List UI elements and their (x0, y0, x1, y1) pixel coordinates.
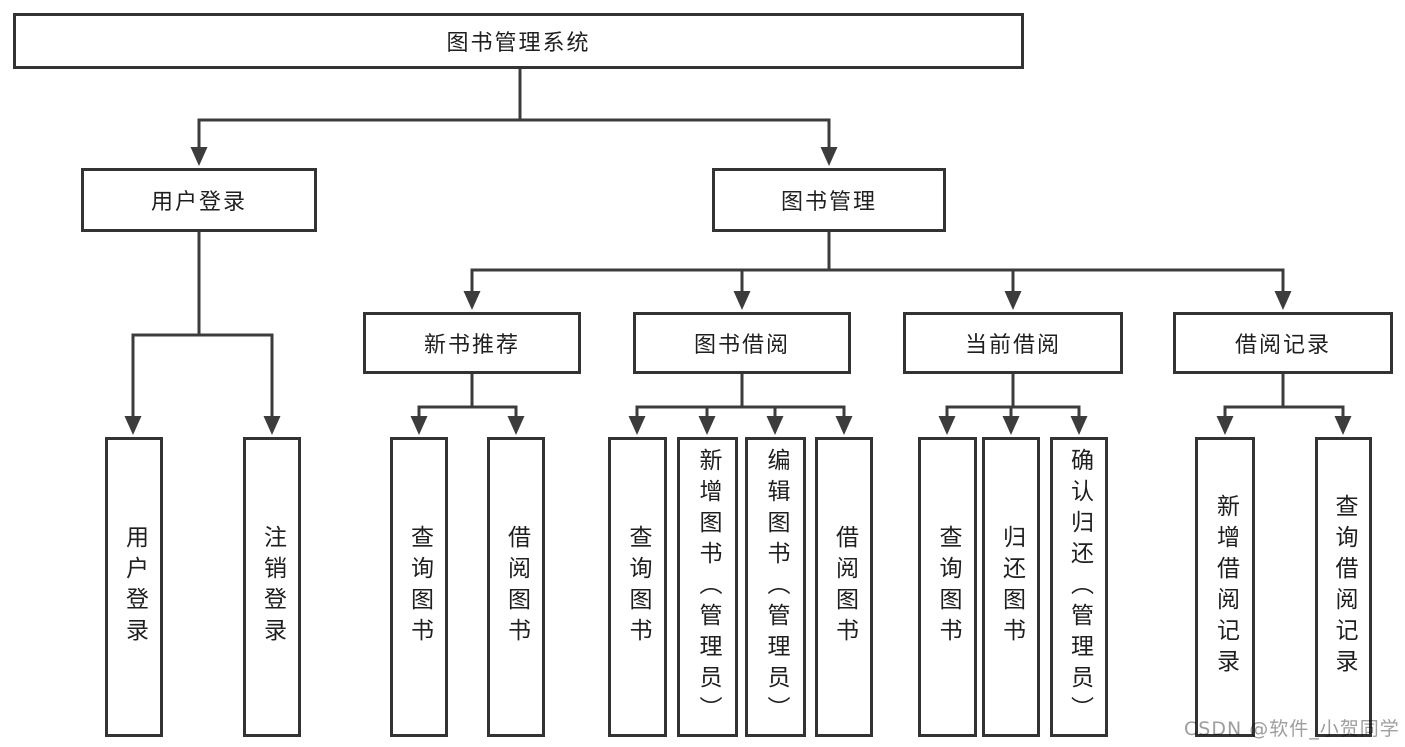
node-book-management: 图书管理 (712, 168, 946, 232)
leaf-return-books-label: 归还图书 (998, 525, 1025, 649)
connector-book-borrowing-children (635, 373, 846, 421)
watermark-text: CSDN @软件_小贺同学 (1184, 718, 1400, 740)
leaf-query-books-current: 查询图书 (918, 437, 977, 737)
node-new-book-recommendation: 新书推荐 (363, 312, 581, 374)
leaf-add-borrow-record-label: 新增借阅记录 (1212, 494, 1239, 680)
leaf-user-login-label: 用户登录 (121, 525, 148, 649)
connector-borrowing-records-children (1223, 373, 1345, 421)
leaf-query-books-borrowing: 查询图书 (608, 437, 667, 737)
leaf-add-books-admin: 新增图书（管理员） (677, 437, 738, 737)
leaf-borrow-books-recommend: 借阅图书 (487, 437, 545, 737)
connector-user-login-children (131, 231, 274, 421)
leaf-confirm-return-admin-label: 确认归还（管理员） (1066, 447, 1093, 727)
leaf-user-login: 用户登录 (105, 437, 163, 737)
node-book-borrowing: 图书借阅 (633, 312, 851, 374)
leaf-query-borrow-record: 查询借阅记录 (1315, 437, 1372, 737)
leaf-confirm-return-admin: 确认归还（管理员） (1050, 437, 1108, 737)
leaf-return-books: 归还图书 (982, 437, 1040, 737)
leaf-query-books-recommend: 查询图书 (390, 437, 448, 737)
node-library-management-system: 图书管理系统 (13, 13, 1024, 69)
leaf-edit-books-admin-label: 编辑图书（管理员） (763, 447, 789, 727)
connector-root-to-level2 (197, 68, 831, 152)
connector-new-book-children (417, 373, 518, 421)
leaf-add-borrow-record: 新增借阅记录 (1195, 437, 1255, 737)
leaf-borrow-books-recommend-label: 借阅图书 (503, 525, 530, 649)
leaf-logout-login: 注销登录 (243, 437, 301, 737)
leaf-query-borrow-record-label: 查询借阅记录 (1331, 494, 1357, 680)
node-current-borrowing: 当前借阅 (903, 312, 1123, 374)
connector-book-management-to-level3 (470, 231, 1285, 296)
leaf-borrow-books-borrowing-label: 借阅图书 (831, 525, 858, 649)
leaf-add-books-admin-label: 新增图书（管理员） (695, 447, 721, 727)
leaf-query-books-recommend-label: 查询图书 (406, 525, 433, 649)
node-user-login: 用户登录 (81, 168, 317, 232)
leaf-logout-login-label: 注销登录 (259, 525, 286, 649)
connector-current-borrowing-children (945, 373, 1081, 421)
leaf-borrow-books-borrowing: 借阅图书 (815, 437, 873, 737)
arrowhead-icons (124, 147, 1352, 435)
leaf-edit-books-admin: 编辑图书（管理员） (745, 437, 806, 737)
leaf-query-books-borrowing-label: 查询图书 (625, 525, 651, 649)
node-borrowing-records: 借阅记录 (1173, 312, 1393, 374)
leaf-query-books-current-label: 查询图书 (935, 525, 961, 649)
